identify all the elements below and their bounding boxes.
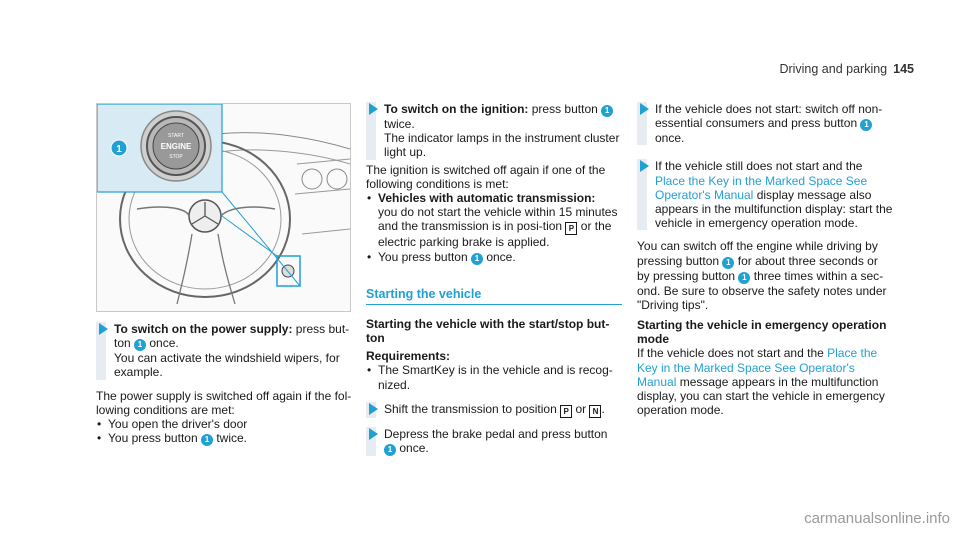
requirements-list: The SmartKey is in the vehicle and is re… xyxy=(366,363,622,391)
callout-1-icon: 1 xyxy=(738,271,751,284)
list-item: Vehicles with automatic transmission:you… xyxy=(366,191,622,250)
step-still-not-start: If the vehicle still does not start and … xyxy=(637,159,893,231)
button-text-stop: STOP xyxy=(169,154,183,160)
step-arrow-icon xyxy=(99,323,108,335)
paragraph: If the vehicle does not start and the Pl… xyxy=(637,346,885,418)
subheading: Starting the vehicle in emergency operat… xyxy=(637,318,887,347)
watermark: carmanualsonline.info xyxy=(804,510,950,527)
paragraph: The power supply is switched off again i… xyxy=(96,388,352,417)
button-text-engine: ENGINE xyxy=(161,142,192,151)
column-2: To switch on the ignition: press button … xyxy=(366,102,622,465)
step-arrow-icon xyxy=(369,427,378,440)
step-arrow-icon xyxy=(640,160,649,173)
callout-1 xyxy=(110,139,128,157)
gear-p-icon: P xyxy=(565,222,578,236)
dashboard-drawing: START ENGINE STOP 1 xyxy=(97,104,350,305)
button-text-start: START xyxy=(168,133,184,139)
gear-p-icon: P xyxy=(560,404,573,418)
step-ignition: To switch on the ignition: press button … xyxy=(366,102,622,160)
list-item: You press button 1 twice. xyxy=(96,431,352,447)
gear-n-icon: N xyxy=(589,404,602,418)
paragraph: The ignition is switched off again if on… xyxy=(366,162,606,191)
list-item: You open the driver's door xyxy=(96,417,352,431)
paragraph: You can switch off the engine while driv… xyxy=(637,239,887,312)
column-1: To switch on the power supply: press but… xyxy=(96,322,352,447)
display-message-link[interactable]: Place the Key in the Marked Space See Op… xyxy=(655,173,868,202)
ignition-conditions-list: Vehicles with automatic transmission:you… xyxy=(366,191,622,265)
step-not-start: If the vehicle does not start: switch of… xyxy=(637,102,893,146)
page-number: 145 xyxy=(893,62,914,76)
callout-1-icon: 1 xyxy=(470,252,483,265)
step-shift: Shift the transmission to position P or … xyxy=(366,401,622,418)
dashboard-illustration: START ENGINE STOP 1 xyxy=(96,103,351,312)
callout-1-icon: 1 xyxy=(134,339,147,352)
step-arrow-icon xyxy=(369,103,378,115)
conditions-list: You open the driver's door You press but… xyxy=(96,417,352,447)
step-arrow-icon xyxy=(369,402,378,415)
subheading: Starting the vehicle with the start/stop… xyxy=(366,316,610,346)
callout-1-icon: 1 xyxy=(860,119,873,132)
callout-1-label: 1 xyxy=(116,144,122,155)
requirements-label: Requirements: xyxy=(366,349,451,364)
display-message-link[interactable]: Place the Key in the Marked Space See Op… xyxy=(637,346,878,389)
step-arrow-icon xyxy=(640,103,649,115)
section-title: Starting the vehicle xyxy=(366,287,622,305)
column-3: If the vehicle does not start: switch of… xyxy=(637,102,893,417)
section-name: Driving and parking xyxy=(779,62,888,76)
list-item: The SmartKey is in the vehicle and is re… xyxy=(366,363,622,391)
step-power-supply: To switch on the power supply: press but… xyxy=(96,322,352,380)
step-brake: Depress the brake pedal and press button… xyxy=(366,426,622,457)
page-header: Driving and parking 145 xyxy=(779,62,914,76)
callout-1-icon: 1 xyxy=(200,434,213,447)
callout-1-icon: 1 xyxy=(601,105,614,117)
callout-1-icon: 1 xyxy=(722,256,735,269)
list-item: You press button 1 once. xyxy=(366,250,622,265)
callout-1-icon: 1 xyxy=(384,444,396,457)
